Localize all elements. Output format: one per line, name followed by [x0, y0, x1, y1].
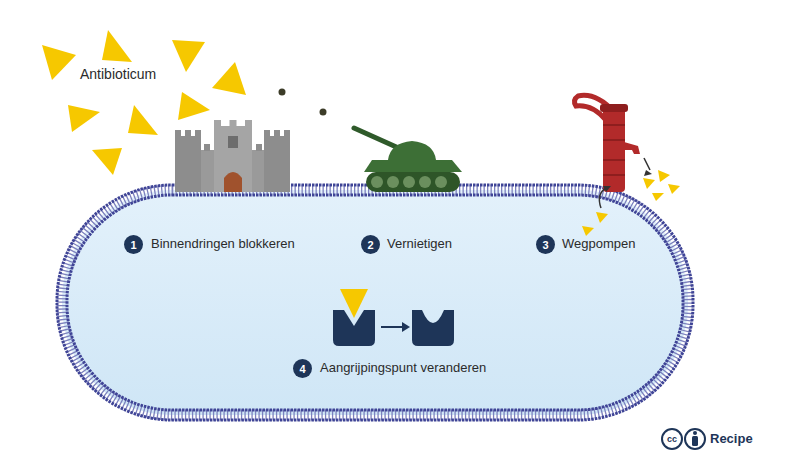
cannonball: [279, 89, 286, 96]
castle-icon: [175, 120, 290, 192]
target-change-icon: [333, 289, 454, 346]
callout-text: 4: [299, 363, 305, 375]
callout-text: 2: [367, 239, 373, 251]
cell-membrane: [57, 185, 693, 420]
cannonball: [320, 109, 327, 116]
mechanism-label: Wegpompen: [562, 236, 635, 252]
callout-text: 3: [542, 239, 548, 251]
tank-icon: [354, 128, 462, 192]
callout-number: 2: [361, 235, 380, 254]
callout-number: 1: [124, 235, 143, 254]
mechanism-label: Vernietigen: [387, 236, 452, 252]
cc-logo: [662, 429, 682, 449]
brand-label: Recipe: [710, 431, 753, 447]
callout-text: 1: [130, 239, 136, 251]
pumped-antibiotic: [582, 170, 680, 236]
mechanism-label: Binnendringen blokkeren: [151, 236, 295, 252]
callout-number: 4: [293, 359, 312, 378]
water-pump-icon: [574, 95, 652, 208]
attribution-icon: [685, 429, 705, 449]
mechanism-label: Aangrijpingspunt veranderen: [320, 360, 486, 376]
cc-text: cc: [667, 431, 677, 447]
callout-number: 3: [536, 235, 555, 254]
antibiotic-label: Antibioticum: [80, 66, 156, 82]
